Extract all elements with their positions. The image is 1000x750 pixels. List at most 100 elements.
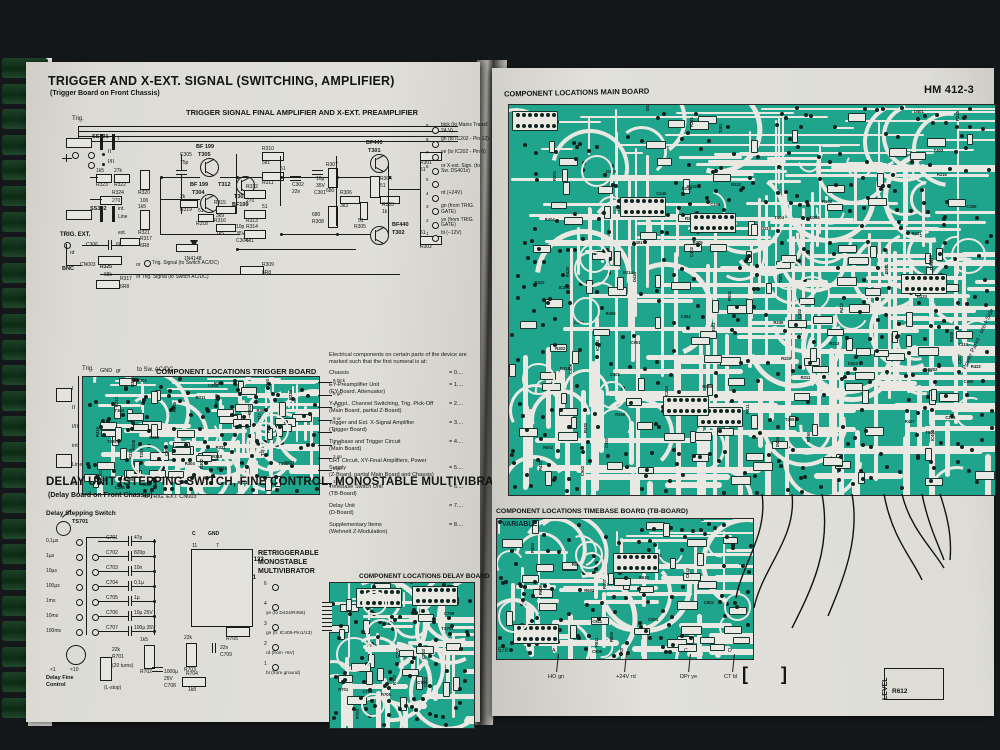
pcb-ic-pad bbox=[712, 225, 717, 230]
pcb-designator: R221 bbox=[688, 117, 694, 128]
trigger-board-label-gnd: GND bbox=[100, 368, 113, 374]
pcb-isolation-trace bbox=[839, 349, 844, 495]
pcb-designator: R324 bbox=[287, 390, 293, 401]
pcb-solder-pad bbox=[458, 700, 463, 705]
pcb-solder-pad bbox=[916, 455, 921, 460]
delay-step-contact[interactable] bbox=[92, 629, 99, 636]
pcb-solder-pad bbox=[586, 440, 591, 445]
schematic-text: 2k bbox=[180, 194, 186, 200]
pcb-designator: C709 bbox=[444, 610, 455, 616]
schematic-wire bbox=[236, 154, 237, 214]
pcb-component-outline bbox=[544, 471, 552, 487]
pcb-solder-pad bbox=[94, 475, 99, 480]
pcb-solder-pad bbox=[970, 448, 975, 453]
pcb-solder-pad bbox=[713, 189, 718, 194]
pcb-solder-pad bbox=[555, 219, 560, 224]
pcb-isolation-trace bbox=[206, 377, 282, 380]
pcb-component-outline bbox=[677, 601, 698, 611]
schematic-text: Trig. Signal (to Switch AC/DC) bbox=[152, 260, 219, 266]
pcb-solder-pad bbox=[897, 219, 902, 224]
pcb-solder-pad bbox=[222, 441, 227, 446]
delay-step-contact[interactable] bbox=[76, 539, 83, 546]
pcb-solder-pad bbox=[642, 240, 647, 245]
pcb-solder-pad bbox=[536, 247, 541, 252]
pcb-isolation-trace bbox=[689, 637, 753, 644]
pcb-solder-pad bbox=[250, 487, 255, 492]
pcb-solder-pad bbox=[131, 420, 136, 425]
pcb-component-outline bbox=[794, 393, 811, 401]
pcb-solder-pad bbox=[142, 489, 147, 494]
pcb-solder-pad bbox=[616, 198, 621, 203]
delay-step-contact[interactable] bbox=[92, 614, 99, 621]
pcb-solder-pad bbox=[178, 398, 183, 403]
pcb-solder-pad bbox=[574, 487, 579, 492]
pcb-ic-pad bbox=[737, 409, 742, 414]
pcb-ic-pad bbox=[700, 225, 705, 230]
delay-step-contact[interactable] bbox=[76, 569, 83, 576]
schematic-text: 22n bbox=[220, 645, 229, 651]
delay-cap-ref: C706 bbox=[106, 610, 118, 616]
pcb-isolation-trace bbox=[365, 647, 454, 652]
schematic-wire bbox=[132, 541, 154, 542]
schematic-text: I bbox=[118, 136, 120, 142]
pcb-solder-pad bbox=[854, 355, 859, 360]
delay-step-contact[interactable] bbox=[76, 629, 83, 636]
pcb-solder-pad bbox=[433, 662, 438, 667]
pcb-solder-pad bbox=[789, 201, 794, 206]
pcb-solder-pad bbox=[404, 704, 409, 709]
pcb-solder-pad bbox=[125, 484, 130, 489]
delay-pin-label: bl (from ground) bbox=[266, 671, 301, 676]
schematic-text: R701 bbox=[112, 654, 124, 660]
pcb-isolation-trace bbox=[708, 649, 753, 656]
pcb-solder-pad bbox=[527, 651, 532, 656]
pcb-isolation-trace bbox=[818, 144, 821, 235]
schematic-text: R323 bbox=[96, 182, 108, 188]
pcb-component-outline bbox=[811, 423, 818, 436]
pcb-solder-pad bbox=[668, 479, 673, 484]
pcb-solder-pad bbox=[985, 240, 990, 244]
pcb-solder-pad bbox=[100, 419, 105, 424]
marking-note-number: = 7.... bbox=[449, 503, 464, 509]
delay-step-contact[interactable] bbox=[92, 554, 99, 561]
pin-lead bbox=[318, 382, 332, 383]
pcb-ic-pad bbox=[552, 625, 557, 630]
fine-control-knob[interactable] bbox=[66, 645, 86, 665]
pcb-solder-pad bbox=[796, 259, 801, 264]
resistor bbox=[370, 176, 380, 198]
pcb-solder-pad bbox=[624, 641, 629, 646]
resistor bbox=[244, 230, 266, 239]
pcb-solder-pad bbox=[641, 593, 646, 598]
pcb-solder-pad bbox=[862, 300, 867, 305]
cap-plate bbox=[128, 551, 129, 561]
delay-step-contact[interactable] bbox=[76, 554, 83, 561]
delay-step-time: 1µs bbox=[46, 553, 55, 559]
pcb-designator: C406 bbox=[568, 363, 574, 374]
pcb-solder-pad bbox=[922, 337, 927, 342]
delay-step-contact[interactable] bbox=[92, 599, 99, 606]
delay-step-contact[interactable] bbox=[92, 584, 99, 591]
pcb-electrolytic-cap bbox=[131, 445, 164, 478]
pcb-solder-pad bbox=[669, 372, 674, 377]
pcb-component-outline bbox=[751, 415, 758, 430]
pcb-solder-pad bbox=[153, 484, 158, 489]
pcb-solder-pad bbox=[631, 333, 636, 338]
pcb-solder-pad bbox=[936, 363, 941, 368]
pcb-isolation-trace bbox=[645, 155, 649, 289]
timebase-bottom-label: CT bl bbox=[724, 674, 738, 680]
switch-contact bbox=[112, 206, 115, 222]
pcb-component-outline bbox=[443, 682, 451, 697]
pcb-designator: T210 bbox=[958, 342, 968, 348]
delay-step-contact[interactable] bbox=[76, 584, 83, 591]
delay-step-contact[interactable] bbox=[76, 599, 83, 606]
pcb-solder-pad bbox=[758, 430, 763, 435]
schematic-text: R308 bbox=[312, 219, 324, 225]
pcb-solder-pad bbox=[387, 699, 392, 704]
delay-step-contact[interactable] bbox=[76, 614, 83, 621]
schematic-text: R303 bbox=[382, 202, 394, 208]
pcb-solder-pad bbox=[897, 469, 902, 474]
pcb-solder-pad bbox=[623, 451, 628, 456]
fine-control-pot[interactable] bbox=[100, 657, 112, 681]
delay-step-contact[interactable] bbox=[92, 569, 99, 576]
marking-note-number: = 1.... bbox=[449, 382, 464, 388]
pcb-isolation-trace bbox=[678, 623, 733, 629]
